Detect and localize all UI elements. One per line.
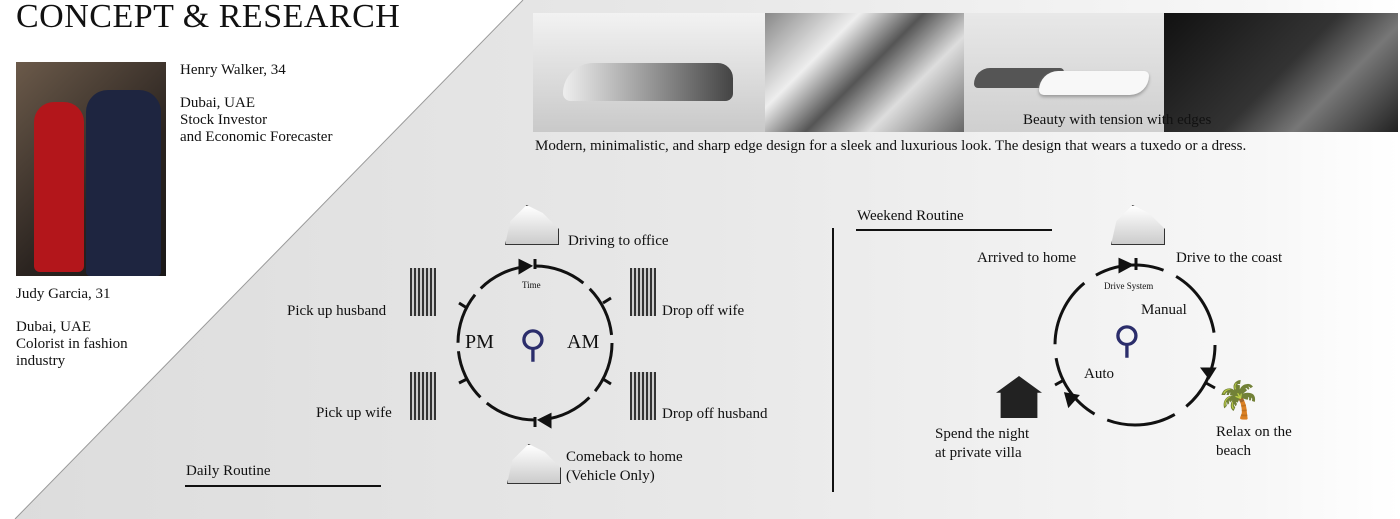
daily-heading: Daily Routine [186,463,271,479]
female-role: Colorist in fashion [16,336,128,352]
arrow-icon [536,412,552,429]
moodboard-car-image [533,13,765,132]
arrow-icon [1200,367,1217,380]
car-shape [563,63,733,101]
step-pick-up-husband: Pick up husband [287,303,387,319]
navy-tuxedo [86,90,161,276]
office-building-icon [410,372,436,420]
step-spend-night: at private villa [935,445,1022,461]
moodboard-architecture-image [765,13,964,132]
am-label: AM [567,331,600,353]
moodboard-description: Modern, minimalistic, and sharp edge des… [535,138,1247,154]
manual-label: Manual [1141,302,1187,318]
step-comeback-home: Comeback to home [566,449,683,465]
diagonal-divider [14,0,524,519]
arrow-icon [1118,257,1135,274]
office-building-icon [630,372,656,420]
step-drive-to-coast: Drive to the coast [1176,250,1283,266]
female-role: industry [16,353,66,369]
moodboard-dark-car-image [1164,13,1398,132]
step-arrived-home: Arrived to home [977,250,1077,266]
arrow-icon [1063,392,1080,409]
page-title: CONCEPT & RESEARCH [16,0,401,35]
weekend-cycle [1053,257,1217,427]
office-building-icon [410,268,436,316]
furniture-shape [1039,71,1149,95]
male-location: Dubai, UAE [180,95,255,111]
moodboard-furniture-image [964,13,1164,132]
male-role: and Economic Forecaster [180,129,333,145]
time-label: Time [522,280,541,290]
daily-cycle [456,258,614,429]
persona-photo [16,62,166,276]
weekend-heading: Weekend Routine [857,208,964,224]
step-relax-beach: beach [1216,443,1251,459]
moodboard-caption: Beauty with tension with edges [1023,112,1212,128]
spirit-of-ecstasy-icon: ⚲ [519,324,547,366]
step-relax-beach: Relax on the [1216,424,1292,440]
male-role: Stock Investor [180,112,268,128]
step-comeback-home-note: (Vehicle Only) [566,468,655,484]
step-drop-off-husband: Drop off husband [662,406,768,422]
palm-tree-icon: 🌴 [1216,380,1261,420]
step-driving-to-office: Driving to office [568,233,669,249]
female-name: Judy Garcia, 31 [16,286,111,302]
red-dress [34,102,84,272]
step-drop-off-wife: Drop off wife [662,303,745,319]
office-building-icon [630,268,656,316]
step-spend-night: Spend the night [935,426,1030,442]
step-pick-up-wife: Pick up wife [316,405,392,421]
drive-system-label: Drive System [1104,281,1154,291]
female-location: Dubai, UAE [16,319,91,335]
arrow-icon [518,258,534,275]
pm-label: PM [465,331,494,353]
male-name: Henry Walker, 34 [180,62,286,78]
auto-label: Auto [1084,366,1114,382]
spirit-of-ecstasy-icon: ⚲ [1113,320,1141,362]
